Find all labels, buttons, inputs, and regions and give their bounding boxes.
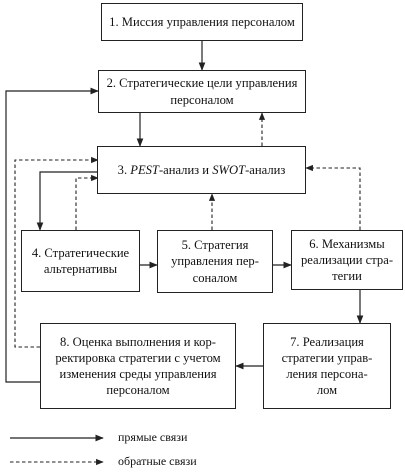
edge-n3-n4 xyxy=(36,171,97,231)
edge-n8-n3 xyxy=(14,156,99,348)
node-pest-swot-analysis: 3. PEST-анализ и SWOT-анализ xyxy=(97,146,306,194)
node-mission: 1. Миссия управления персоналом xyxy=(101,3,303,41)
node-evaluation-adjustment-text: 8. Оценка выполнения и кор- ректировка с… xyxy=(55,334,221,398)
node-strategy-implementation-text: 7. Реализация стратегии управ- ления пер… xyxy=(281,334,373,398)
node-hr-strategy: 5. Стратегия управления пер- соналом xyxy=(157,230,273,293)
edge-n8-n2 xyxy=(5,87,99,383)
node-evaluation-adjustment: 8. Оценка выполнения и кор- ректировка с… xyxy=(40,323,236,409)
legend-direct-label: прямые связи xyxy=(118,430,188,444)
node-pest-swot-analysis-text: 3. PEST-анализ и SWOT-анализ xyxy=(117,162,286,177)
legend-feedback-label: обратные связи xyxy=(118,454,197,468)
node-strategy-implementation: 7. Реализация стратегии управ- ления пер… xyxy=(263,323,391,409)
node-strategic-alternatives: 4. Стратегические альтернативы xyxy=(21,230,140,292)
node-strategic-goals-text: 2. Стратегические цели управления персон… xyxy=(106,76,298,107)
node-mission-text: 1. Миссия управления персоналом xyxy=(109,14,295,29)
node-implementation-mechanisms: 6. Механизмы реализации стра- тегии xyxy=(291,230,403,290)
edge-n6-n3 xyxy=(305,164,361,230)
node-hr-strategy-text: 5. Стратегия управления пер- соналом xyxy=(171,238,259,285)
node-strategic-alternatives-text: 4. Стратегические альтернативы xyxy=(31,245,130,276)
node-strategic-goals: 2. Стратегические цели управления персон… xyxy=(98,70,306,113)
edge-n4-n3 xyxy=(75,174,99,230)
node-implementation-mechanisms-text: 6. Механизмы реализации стра- тегии xyxy=(300,236,394,284)
